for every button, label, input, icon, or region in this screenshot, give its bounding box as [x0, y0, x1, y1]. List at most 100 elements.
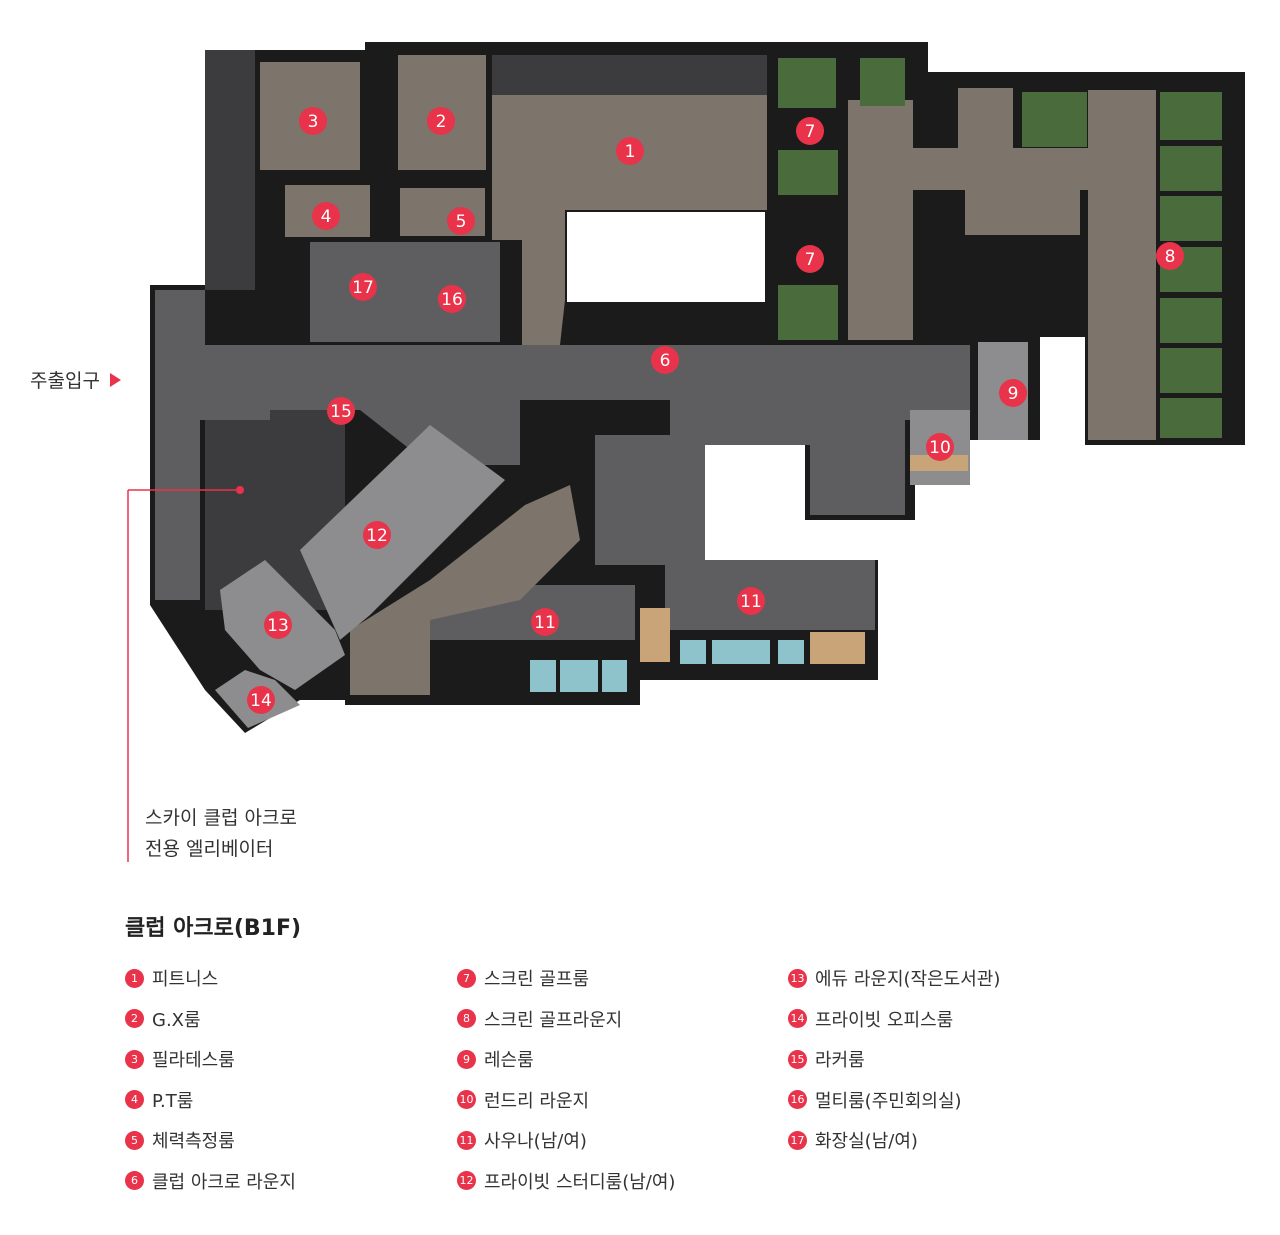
room-marker-number: 12: [366, 526, 388, 546]
legend-badge: 7: [457, 968, 476, 988]
elevator-note-line1: 스카이 클럽 아크로: [145, 807, 297, 829]
elevator-pointer: [127, 486, 244, 862]
entrance-label: 주출입구: [30, 370, 100, 392]
room-marker-circle: [264, 611, 292, 639]
room-marker-number: 11: [740, 592, 762, 612]
room-marker-number: 17: [352, 278, 374, 298]
legend-badge: 15: [788, 1049, 807, 1069]
legend-item: 13 에듀 라운지(작은도서관): [788, 968, 1001, 990]
room-marker: 16: [438, 285, 466, 313]
room-marker-number: 14: [250, 691, 272, 711]
room-marker-number: 9: [1008, 384, 1019, 404]
room-marker-circle: [531, 608, 559, 636]
legend-badge: 13: [788, 968, 807, 988]
room-marker-number: 7: [805, 122, 816, 142]
legend-label: 레슨룸: [484, 1050, 534, 1072]
entrance-arrow-icon: [109, 372, 121, 387]
room-marker-number: 15: [330, 402, 352, 422]
legend-item: 11 사우나(남/여): [457, 1130, 675, 1153]
room-marker: 5: [447, 207, 475, 235]
legend-label: P.T룸: [152, 1090, 194, 1112]
room-marker: 17: [349, 273, 377, 301]
legend-item: 6 클럽 아크로 라운지: [125, 1171, 296, 1193]
legend-label: G.X룸: [152, 1009, 201, 1031]
room-marker-number: 13: [267, 616, 289, 636]
room-marker: 14: [247, 686, 275, 714]
legend-label: 체력측정룸: [152, 1131, 235, 1153]
room-marker-number: 16: [441, 290, 463, 310]
room-marker-circle: [1156, 242, 1184, 270]
legend-badge: 11: [457, 1130, 476, 1150]
room-marker: 3: [299, 107, 327, 135]
room-marker-number: 4: [321, 207, 332, 227]
room-marker-circle: [737, 587, 765, 615]
room-marker-circle: [312, 202, 340, 230]
legend-item: 8 스크린 골프라운지: [457, 1009, 675, 1031]
legend-label: 스크린 골프라운지: [484, 1009, 623, 1031]
room-marker-number: 11: [534, 613, 556, 633]
room-marker: 12: [363, 521, 391, 549]
room-marker-number: 5: [456, 212, 467, 232]
room-marker-circle: [438, 285, 466, 313]
room-marker-number: 10: [929, 438, 951, 458]
legend-title: 클럽 아크로(B1F): [125, 916, 302, 941]
room-marker-circle: [427, 107, 455, 135]
legend-label: 사우나(남/여): [484, 1131, 587, 1153]
legend-label: 클럽 아크로 라운지: [152, 1171, 296, 1193]
legend-label: 라커룸: [815, 1050, 865, 1072]
room-marker-circle: [299, 107, 327, 135]
legend-badge: 2: [125, 1009, 144, 1029]
sauna-benches: [640, 455, 968, 664]
legend-badge: 16: [788, 1090, 807, 1110]
room-marker-number: 2: [436, 112, 447, 132]
main-entrance: 주출입구: [30, 366, 121, 393]
legend-badge: 4: [125, 1090, 144, 1110]
room-marker-circle: [363, 521, 391, 549]
legend-badge: 8: [457, 1009, 476, 1029]
room-marker-circle: [447, 207, 475, 235]
legend-label: 런드리 라운지: [484, 1090, 590, 1112]
room-marker-number: 3: [308, 112, 319, 132]
legend-badge: 1: [125, 968, 144, 988]
legend-item: 1 피트니스: [125, 968, 296, 990]
courtyard-void: [567, 212, 765, 302]
legend-item: 15 라커룸: [788, 1049, 1000, 1072]
lounge-corridor: [155, 242, 970, 640]
legend-badge: 17: [788, 1130, 807, 1150]
room-marker: 15: [327, 397, 355, 425]
elevator-note: 스카이 클럽 아크로 전용 엘리베이터: [145, 803, 297, 865]
legend-label: 필라테스룸: [152, 1050, 235, 1072]
room-marker: 7: [796, 117, 824, 145]
room-marker: 8: [1156, 242, 1184, 270]
room-marker-number: 1: [625, 142, 636, 162]
room-marker-circle: [349, 273, 377, 301]
room-marker-number: 6: [660, 351, 671, 371]
room-marker-circle: [926, 433, 954, 461]
room-marker-circle: [651, 346, 679, 374]
room-marker: 6: [651, 346, 679, 374]
room-marker-circle: [616, 137, 644, 165]
elevator-note-line2: 전용 엘리베이터: [145, 838, 274, 860]
room-marker-number: 8: [1165, 247, 1176, 267]
room-marker-circle: [796, 117, 824, 145]
room-marker: 2: [427, 107, 455, 135]
room-marker-circle: [327, 397, 355, 425]
legend-badge: 6: [125, 1171, 144, 1191]
legend-label: 에듀 라운지(작은도서관): [815, 969, 1001, 990]
legend-label: 프라이빗 스터디룸(남/여): [484, 1171, 676, 1193]
legend-label: 피트니스: [152, 969, 219, 990]
room-marker: 11: [737, 587, 765, 615]
legend-label: 프라이빗 오피스룸: [815, 1009, 954, 1031]
legend-badge: 10: [457, 1090, 476, 1110]
